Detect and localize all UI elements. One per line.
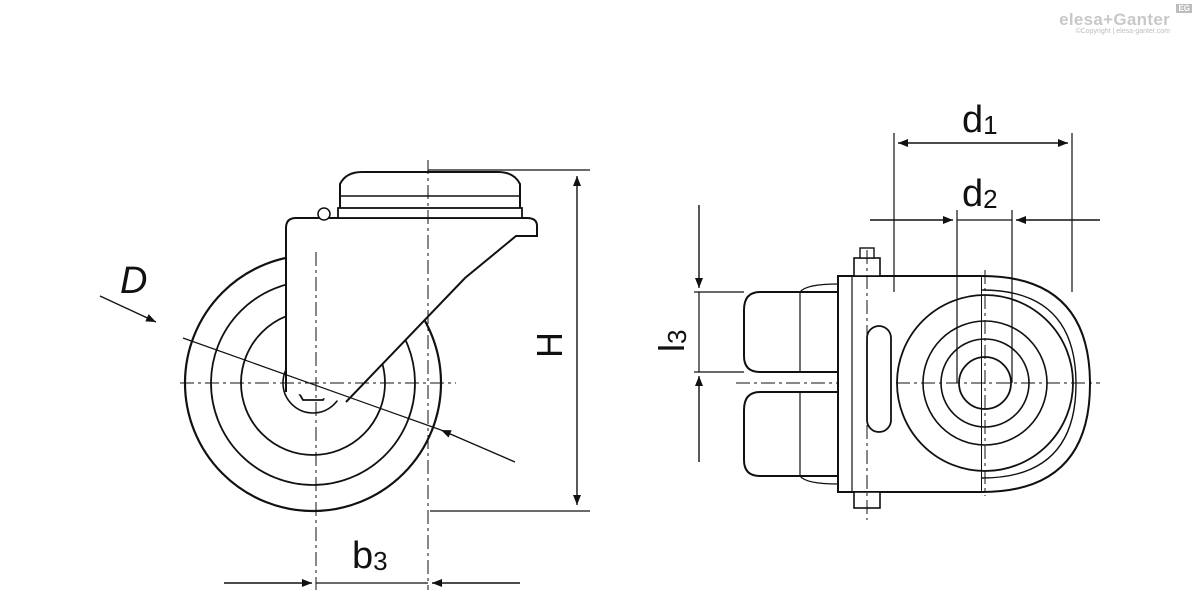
fork-bracket xyxy=(285,217,538,403)
label-l3: l3 xyxy=(651,330,692,352)
label-b3-sub: 3 xyxy=(373,546,387,576)
housing-body xyxy=(837,275,983,493)
label-H: H xyxy=(529,332,570,358)
bolt-slot xyxy=(866,325,892,433)
wheel-top xyxy=(743,291,838,373)
label-d1-main: d xyxy=(962,99,983,141)
wheel-bottom xyxy=(743,391,838,477)
brand-copyright: ©Copyright | elesa-ganter.com xyxy=(1075,28,1170,35)
brand-badge: EG xyxy=(1176,4,1192,13)
brand-logo: EG elesa+Ganter ©Copyright | elesa-gante… xyxy=(1059,4,1192,35)
label-D: D xyxy=(120,260,147,302)
label-d2: d2 xyxy=(962,173,998,215)
label-b3-main: b xyxy=(352,535,373,577)
front-view xyxy=(694,133,1100,520)
label-d2-sub: 2 xyxy=(983,184,997,214)
label-l3-sub: 3 xyxy=(662,330,692,344)
label-l3-main: l xyxy=(651,344,692,352)
brand-name: elesa+Ganter xyxy=(1059,10,1170,29)
swivel-plate xyxy=(339,171,521,211)
label-b3: b3 xyxy=(352,535,388,577)
label-d1: d1 xyxy=(962,99,998,141)
side-view xyxy=(99,160,590,590)
label-d1-sub: 1 xyxy=(983,110,997,140)
label-d2-main: d xyxy=(962,173,983,215)
